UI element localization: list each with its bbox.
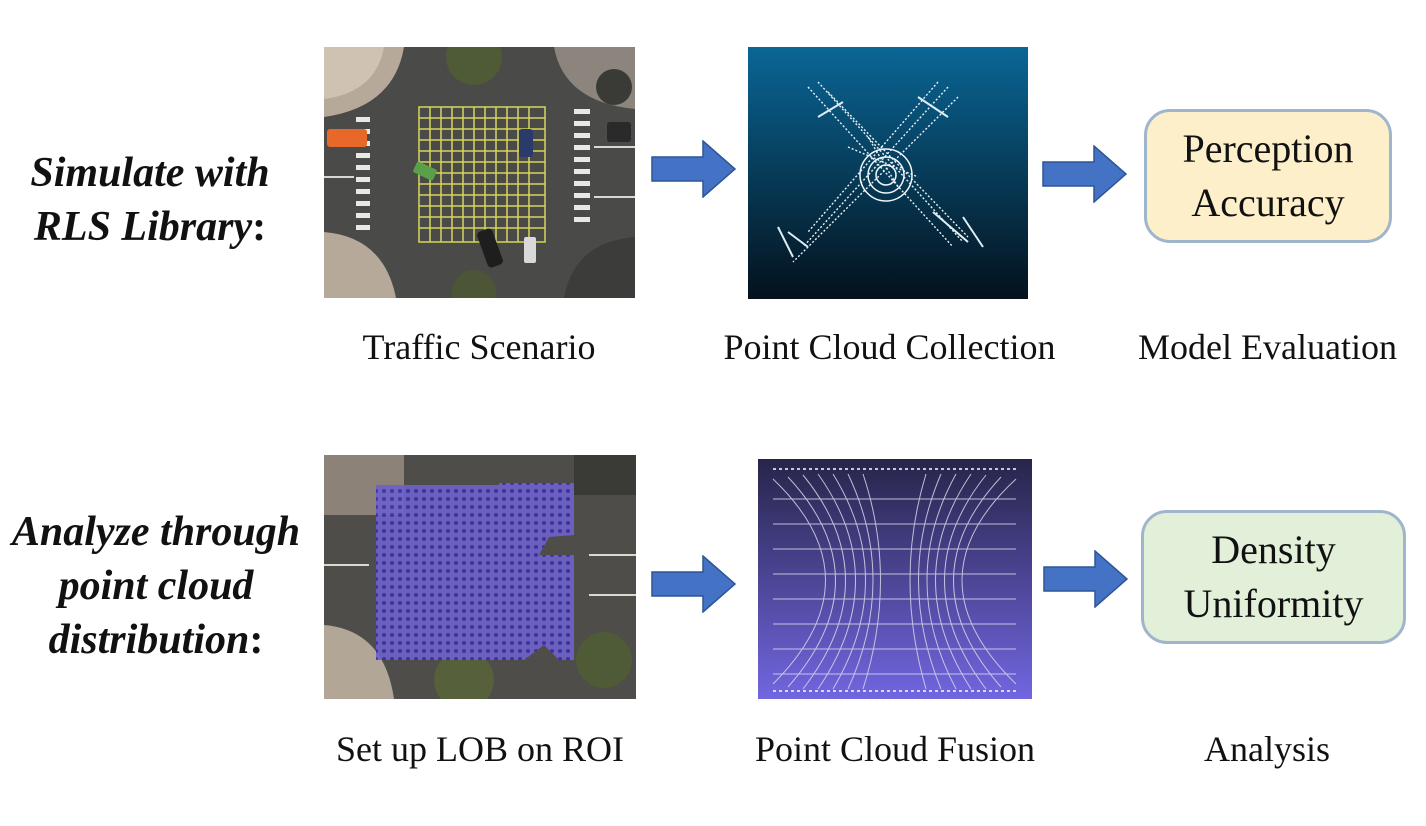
row1-arrow-1 [651,140,737,198]
result-line1: Perception [1182,126,1354,171]
caption-traffic-scenario: Traffic Scenario [362,327,596,367]
point-cloud-collection-image [748,47,1028,299]
row2-label-line2: point cloud [58,563,254,609]
point-cloud-fusion-image [758,459,1032,699]
perception-accuracy-box: Perception Accuracy [1144,109,1392,243]
lob-on-roi-image [324,455,636,699]
row2-label-line1: Analyze through [11,509,301,555]
row1-label-line1: Simulate with [30,150,270,196]
caption-point-cloud-collection: Point Cloud Collection [723,327,1056,367]
row1-label-line2: RLS Library: [33,204,267,250]
row2-label: Analyze through point cloud distribution… [0,505,312,667]
row2-label-line3: distribution: [48,617,264,663]
result-line2: Uniformity [1183,581,1364,626]
traffic-scenario-image [324,47,635,298]
density-uniformity-box: Density Uniformity [1141,510,1406,644]
caption-point-cloud-fusion: Point Cloud Fusion [754,729,1036,769]
result-line2: Accuracy [1191,180,1345,225]
caption-set-up-lob: Set up LOB on ROI [336,729,624,769]
row1-label: Simulate with RLS Library: [0,146,300,254]
row1-arrow-2 [1042,145,1128,203]
row2-arrow-2 [1043,550,1129,608]
result-line1: Density [1211,527,1336,572]
row2-arrow-1 [651,555,737,613]
caption-analysis: Analysis [1204,729,1330,769]
caption-model-evaluation: Model Evaluation [1138,327,1397,367]
